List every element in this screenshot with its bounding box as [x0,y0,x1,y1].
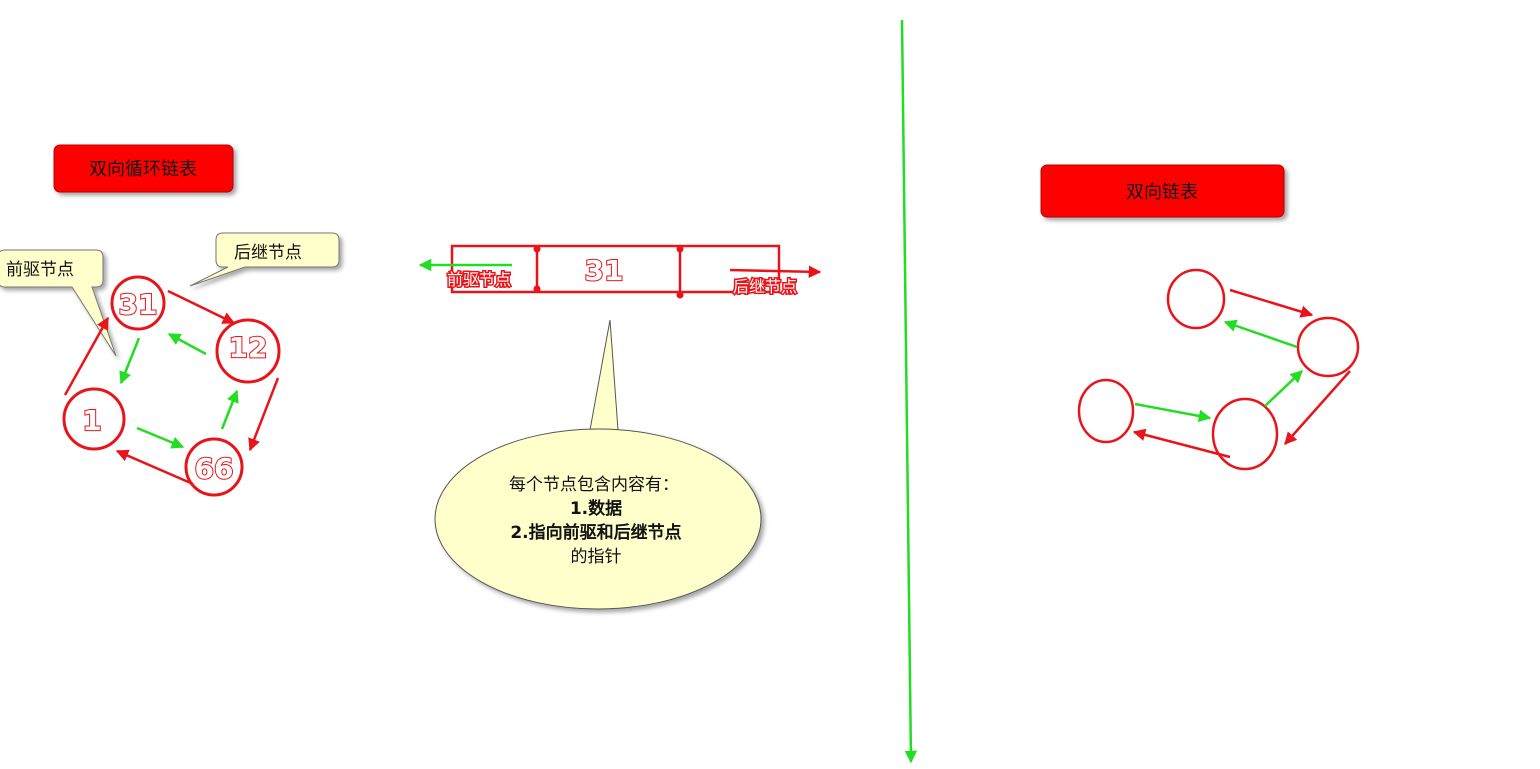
prev-arrow [119,337,141,385]
next-arrow [1284,370,1351,445]
circular-node-value: 66 [195,452,234,485]
bubble-line-3: 2.指向前驱和后继节点 [510,522,681,543]
circular-title-box: 双向循环链表 [53,144,234,193]
prev-arrow [1223,319,1298,349]
next-arrow [115,449,194,486]
prev-node-callout: 前驱节点 [0,249,117,357]
prev-arrow [167,332,207,356]
linear-title-box: 双向链表 [1040,164,1285,218]
prev-arrow [1264,370,1303,407]
circular-title: 双向循环链表 [89,159,197,180]
linear-node [1077,378,1135,444]
node-structure: 31 前驱节点 后继节点 [418,244,822,299]
circular-node: 12 [215,318,281,384]
bubble-line-2: 1.数据 [570,498,622,519]
next-node-callout: 后继节点 [189,232,340,287]
linear-node [1211,397,1279,471]
circular-node-value: 1 [82,404,101,437]
circular-node: 31 [110,275,166,331]
circular-list: 31 12 66 1 [62,275,281,497]
node-data-value: 31 [585,254,624,287]
linear-list [1077,268,1360,471]
bubble-line-4: 的指针 [571,547,622,567]
next-pointer-arrow [729,265,822,278]
linear-node [1296,316,1360,378]
next-pointer-label: 后继节点 [733,277,797,296]
next-arrow [248,377,280,452]
linear-title: 双向链表 [1126,182,1198,203]
next-arrow [63,316,110,396]
circular-node-value: 12 [229,331,268,364]
circular-node: 66 [184,437,244,497]
prev-pointer-label: 前驱节点 [447,270,511,289]
divider-arrow [900,19,918,764]
prev-arrow [136,426,185,449]
node-content-bubble: 每个节点包含内容有： 1.数据 2.指向前驱和后继节点 的指针 [434,319,762,610]
linear-node [1166,268,1226,330]
circular-node-value: 31 [119,288,158,321]
prev-node-callout-text: 前驱节点 [6,260,74,280]
prev-arrow [220,389,239,430]
bubble-line-1: 每个节点包含内容有： [509,475,679,495]
prev-arrow [1134,402,1212,423]
next-arrow [1229,288,1314,318]
next-node-callout-text: 后继节点 [234,243,302,263]
next-arrow [167,289,236,325]
circular-node: 1 [62,387,126,451]
next-arrow [1132,428,1231,459]
